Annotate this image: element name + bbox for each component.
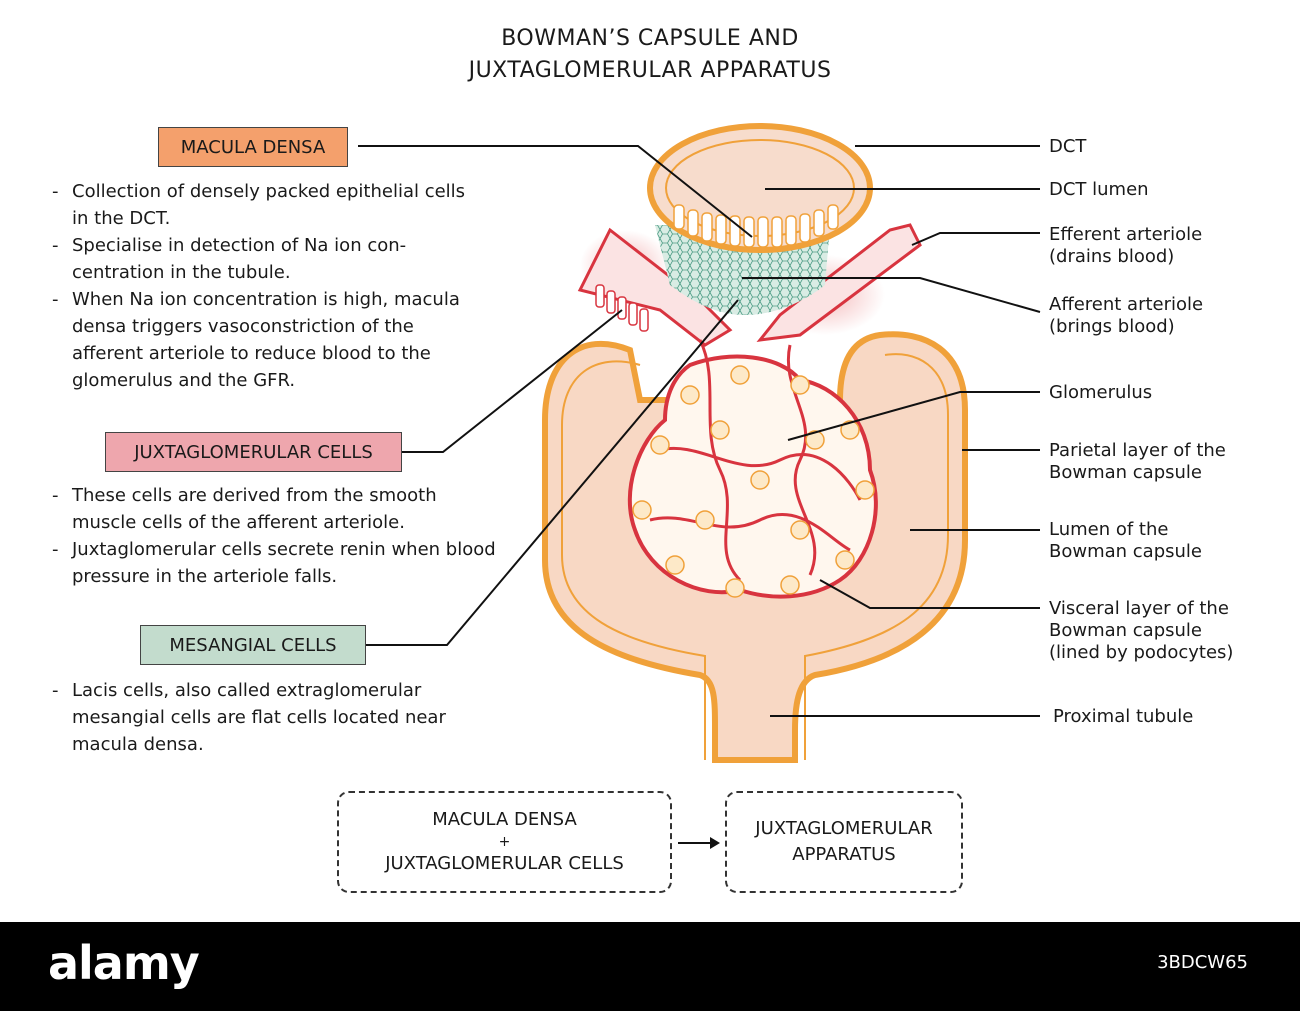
label-parietal-layer: Parietal layer of the Bowman capsule (1049, 440, 1226, 483)
macula-bullet-3: When Na ion concentration is high, macul… (50, 286, 480, 394)
juxtaglomerular-cells (595, 284, 649, 332)
juxta-bullet-2: Juxtaglomerular cells secrete renin when… (50, 536, 500, 590)
arrow-head (710, 837, 720, 849)
mesangial-bullets: Lacis cells, also called extraglomerular… (50, 677, 500, 758)
equation-left-box: MACULA DENSA + JUXTAGLOMERULAR CELLS (337, 791, 672, 893)
label-proximal-tubule: Proximal tubule (1053, 706, 1194, 727)
label-visceral-layer: Visceral layer of the Bowman capsule (li… (1049, 598, 1234, 663)
macula-bullet-2: Specialise in detection of Na ion con- c… (50, 232, 480, 286)
label-dct-lumen: DCT lumen (1049, 179, 1149, 200)
image-code: 3BDCW65 (1157, 952, 1248, 973)
juxtaglomerular-cells-label: JUXTAGLOMERULAR CELLS (105, 432, 402, 472)
mesangial-cells-label: MESANGIAL CELLS (140, 625, 366, 665)
afferent-arteriole (577, 227, 733, 347)
equation-plus: + (498, 834, 511, 850)
macula-densa-bullets: Collection of densely packed epithelial … (50, 178, 480, 394)
label-afferent-arteriole: Afferent arteriole (brings blood) (1049, 294, 1204, 337)
equation-right-box: JUXTAGLOMERULAR APPARATUS (725, 791, 963, 893)
macula-bullet-1: Collection of densely packed epithelial … (50, 178, 480, 232)
mesangial-bullet-1: Lacis cells, also called extraglomerular… (50, 677, 500, 758)
efferent-arteriole (756, 223, 922, 342)
label-bowman-lumen: Lumen of the Bowman capsule (1049, 519, 1202, 562)
equation-left-1: MACULA DENSA (432, 809, 577, 830)
macula-densa-cells (673, 204, 839, 248)
equation-left-2: JUXTAGLOMERULAR CELLS (385, 853, 624, 874)
macula-leader (358, 145, 753, 238)
label-glomerulus: Glomerulus (1049, 382, 1153, 403)
mesangial-leader (366, 299, 739, 646)
title-line-1: BOWMAN’S CAPSULE AND (501, 26, 799, 51)
title-line-2: JUXTAGLOMERULAR APPARATUS (468, 58, 832, 83)
juxta-bullet-1: These cells are derived from the smooth … (50, 482, 500, 536)
label-efferent-arteriole: Efferent arteriole (drains blood) (1049, 224, 1203, 267)
brand-logo: alamy (48, 936, 200, 990)
juxtaglomerular-bullets: These cells are derived from the smooth … (50, 482, 500, 590)
macula-densa-label: MACULA DENSA (158, 127, 348, 167)
equation-right-2: APPARATUS (792, 844, 896, 865)
label-dct: DCT (1049, 136, 1087, 157)
equation-right-1: JUXTAGLOMERULAR (755, 818, 933, 839)
juxta-leader (402, 309, 623, 453)
footer-bar: alamy 3BDCW65 (0, 922, 1300, 1011)
